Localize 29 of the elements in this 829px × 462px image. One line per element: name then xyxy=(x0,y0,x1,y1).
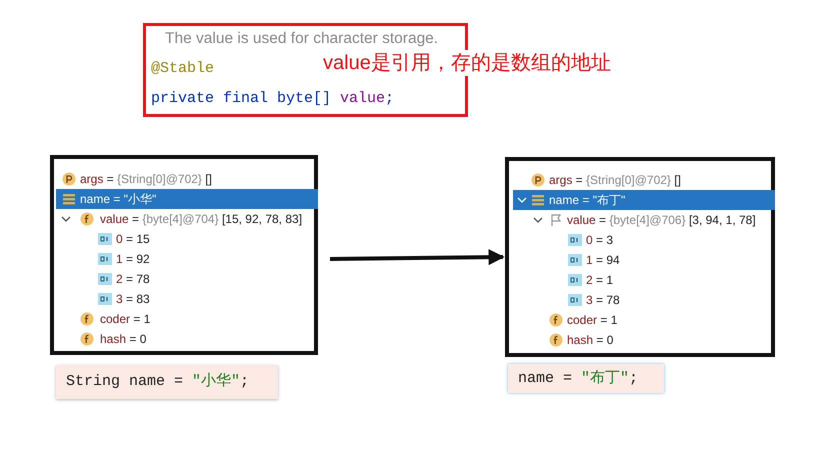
debugger-panel xyxy=(50,155,318,355)
variable-text: args = {String[0]@702} [] xyxy=(80,171,212,188)
variable-text: 0 = 15 xyxy=(116,231,150,248)
code-snippet xyxy=(508,364,664,393)
variable-text: 3 = 78 xyxy=(586,292,620,309)
code-snippet xyxy=(56,365,278,399)
variable-text: 0 = 3 xyxy=(586,232,614,249)
variable-text: hash = 0 xyxy=(567,332,614,349)
variable-text: value = {byte[4]@706} [3, 94, 1, 78] xyxy=(567,212,756,229)
arrow xyxy=(330,249,505,266)
variable-text: hash = 0 xyxy=(100,331,146,348)
variable-text: args = {String[0]@702} [] xyxy=(549,172,681,189)
variable-text: coder = 1 xyxy=(100,311,150,328)
variable-text: 3 = 83 xyxy=(116,291,150,308)
code-text: name = "布丁"; xyxy=(518,369,638,389)
code-comment: The value is used for character storage. xyxy=(165,29,438,49)
variable-text: 2 = 1 xyxy=(586,272,614,289)
variable-text: coder = 1 xyxy=(567,312,618,329)
annotation-text: value是引用，存的是数组的地址 xyxy=(321,50,613,76)
code-text: String name = "小华"; xyxy=(66,372,250,392)
variable-text: 1 = 94 xyxy=(586,252,620,269)
variable-text: value = {byte[4]@704} [15, 92, 78, 83] xyxy=(100,211,302,228)
variable-text: 1 = 92 xyxy=(116,251,150,268)
code-line: private final byte[] value; xyxy=(151,89,394,109)
variable-text: 2 = 78 xyxy=(116,271,150,288)
variable-text: name = "小华" xyxy=(80,191,156,208)
variable-text: name = "布丁" xyxy=(549,192,626,209)
debugger-panel xyxy=(505,157,775,357)
code-annotation: @Stable xyxy=(151,59,214,79)
